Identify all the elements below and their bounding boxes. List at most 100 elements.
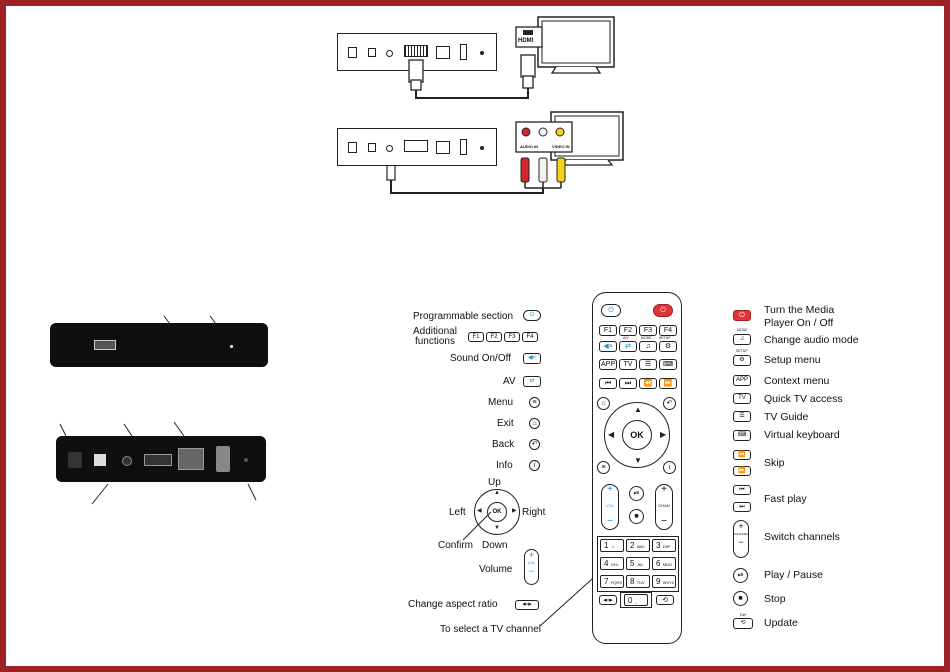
- hdmi-port-icon: [404, 140, 428, 152]
- keyboard-label: Virtual keyboard: [764, 429, 840, 441]
- skip-fwd-icon: ⏩: [733, 466, 751, 476]
- remote-f2-button[interactable]: F2: [619, 325, 637, 336]
- remote-power-button[interactable]: ⏻: [653, 304, 673, 317]
- remote-number-block: [597, 536, 679, 592]
- usb-port-icon: [460, 139, 467, 155]
- media-player-front-photo: [50, 323, 268, 367]
- remote-rewind-button[interactable]: ⏪: [639, 378, 657, 389]
- remote-back-button[interactable]: ↶: [663, 397, 676, 410]
- remote-f4-button[interactable]: F4: [659, 325, 677, 336]
- next-icon: ⏭: [733, 502, 751, 512]
- remote-skip-fwd-button[interactable]: ⏭: [619, 378, 637, 389]
- media-player-rear-av: [337, 128, 497, 166]
- remote-play-pause-button[interactable]: ⏯: [629, 486, 644, 501]
- guide-icon: ☰: [733, 411, 751, 422]
- remote-stop-button[interactable]: ■: [629, 509, 644, 524]
- select-channel-label: To select a TV channel: [440, 624, 541, 635]
- remote-key-3[interactable]: 3 DEF: [652, 539, 676, 552]
- sound-label: Sound On/Off: [450, 353, 511, 364]
- remote-update-button[interactable]: ⟲: [656, 595, 674, 605]
- remote-keyboard-button[interactable]: ⌨: [659, 359, 677, 370]
- remote-ok-button[interactable]: OK: [622, 420, 652, 450]
- remote-programmable-button[interactable]: ⏻: [601, 304, 621, 317]
- volume-rocker-icon: + VOL −: [524, 549, 539, 585]
- f2-icon: F2: [486, 332, 502, 342]
- remote-av-button[interactable]: ⇄: [619, 341, 637, 352]
- volume-label: Volume: [479, 564, 513, 575]
- remote-mute-button[interactable]: ◀×: [599, 341, 617, 352]
- remote-key-1[interactable]: 1 .,/: [600, 539, 624, 552]
- up-label: Up: [488, 477, 501, 488]
- mode-caption: MODE: [737, 328, 748, 332]
- optical-port-icon: [368, 143, 376, 152]
- usb-port-icon: [94, 340, 116, 350]
- led-icon: [230, 345, 233, 348]
- stop-label: Stop: [764, 593, 786, 605]
- aspect-ratio-label: Change aspect ratio: [408, 599, 498, 610]
- play-pause-label: Play / Pause: [764, 569, 823, 581]
- remote-aspect-button[interactable]: ◂▫▸: [599, 595, 617, 605]
- remote-key-5[interactable]: 5 JKL: [626, 557, 650, 570]
- confirm-label: Confirm: [438, 540, 474, 551]
- power-blue-icon: ⏻: [523, 310, 541, 321]
- remote-tv-button[interactable]: TV: [619, 359, 637, 370]
- av-icon: ⇄: [523, 376, 541, 387]
- remote-key-7[interactable]: 7 PQRS: [600, 575, 624, 588]
- back-label: Back: [492, 439, 515, 450]
- remote-guide-button[interactable]: ☰: [639, 359, 657, 370]
- remote-f3-button[interactable]: F3: [639, 325, 657, 336]
- remote-left-button[interactable]: ◀: [608, 430, 615, 439]
- lan-port-icon: [436, 46, 450, 59]
- remote-f1-button[interactable]: F1: [599, 325, 617, 336]
- video-in-label: VIDEO IN: [552, 144, 570, 149]
- remote-down-button[interactable]: ▼: [634, 456, 642, 465]
- remote-ffwd-button[interactable]: ⏩: [659, 378, 677, 389]
- stop-icon: ■: [733, 591, 748, 606]
- remote-mode-caption: MODE: [641, 336, 652, 340]
- remote-channel-rocker[interactable]: + CHAN −: [655, 484, 673, 530]
- remote-skip-back-button[interactable]: ⏮: [599, 378, 617, 389]
- ok-icon: OK: [487, 502, 507, 522]
- remote-menu-button[interactable]: ≡: [597, 461, 610, 474]
- setup-caption: SETUP: [736, 349, 748, 353]
- remote-setup-caption: SETUP: [659, 336, 671, 340]
- remote-info-button[interactable]: i: [663, 461, 676, 474]
- remote-key-4[interactable]: 4 GHI: [600, 557, 624, 570]
- remote-volume-rocker[interactable]: + VOL −: [601, 484, 619, 530]
- remote-setup-button[interactable]: ⚙: [659, 341, 677, 352]
- menu-label: Menu: [488, 397, 514, 408]
- exit-icon: ⌂: [529, 418, 540, 429]
- remote-key-8[interactable]: 8 TUV: [626, 575, 650, 588]
- tv-icon: TV: [733, 393, 751, 404]
- remote-mode-button[interactable]: ♫: [639, 341, 657, 352]
- play-pause-icon: ⏯: [733, 568, 748, 583]
- setup-icon: ⚙: [733, 355, 751, 366]
- remote-av-caption: A/V: [623, 336, 629, 340]
- av-port-icon: [386, 50, 393, 57]
- update-label: Update: [764, 617, 798, 629]
- remote-key-0[interactable]: 0 _: [624, 594, 648, 606]
- remote-dpad[interactable]: OK ▲ ▼ ◀ ▶: [604, 402, 670, 468]
- remote-right-button[interactable]: ▶: [660, 430, 667, 439]
- mute-icon: ◀×: [523, 353, 541, 364]
- remote-app-button[interactable]: APP: [599, 359, 617, 370]
- av-port-icon: [386, 145, 393, 152]
- prev-icon: ⏮: [733, 485, 751, 495]
- remote-key-9[interactable]: 9 WXYZ: [652, 575, 676, 588]
- update-icon: ⟲: [733, 618, 753, 629]
- channel-leader: [539, 569, 603, 627]
- lan-port-icon: [178, 448, 204, 470]
- remote-key-6[interactable]: 6 MNO: [652, 557, 676, 570]
- lan-port-icon: [436, 141, 450, 154]
- aspect-ratio-icon: ◂▫▸: [515, 600, 539, 610]
- f3-icon: F3: [504, 332, 520, 342]
- reset-hole-icon: [244, 458, 248, 462]
- media-player-rear-photo: [56, 436, 266, 482]
- remote-up-button[interactable]: ▲: [634, 405, 642, 414]
- led-icon: [480, 51, 484, 55]
- remote-exit-button[interactable]: ⌂: [597, 397, 610, 410]
- remote-key-2[interactable]: 2 ABC: [626, 539, 650, 552]
- led-icon: [480, 146, 484, 150]
- av-port-icon: [122, 456, 132, 466]
- switch-channels-label: Switch channels: [764, 531, 840, 543]
